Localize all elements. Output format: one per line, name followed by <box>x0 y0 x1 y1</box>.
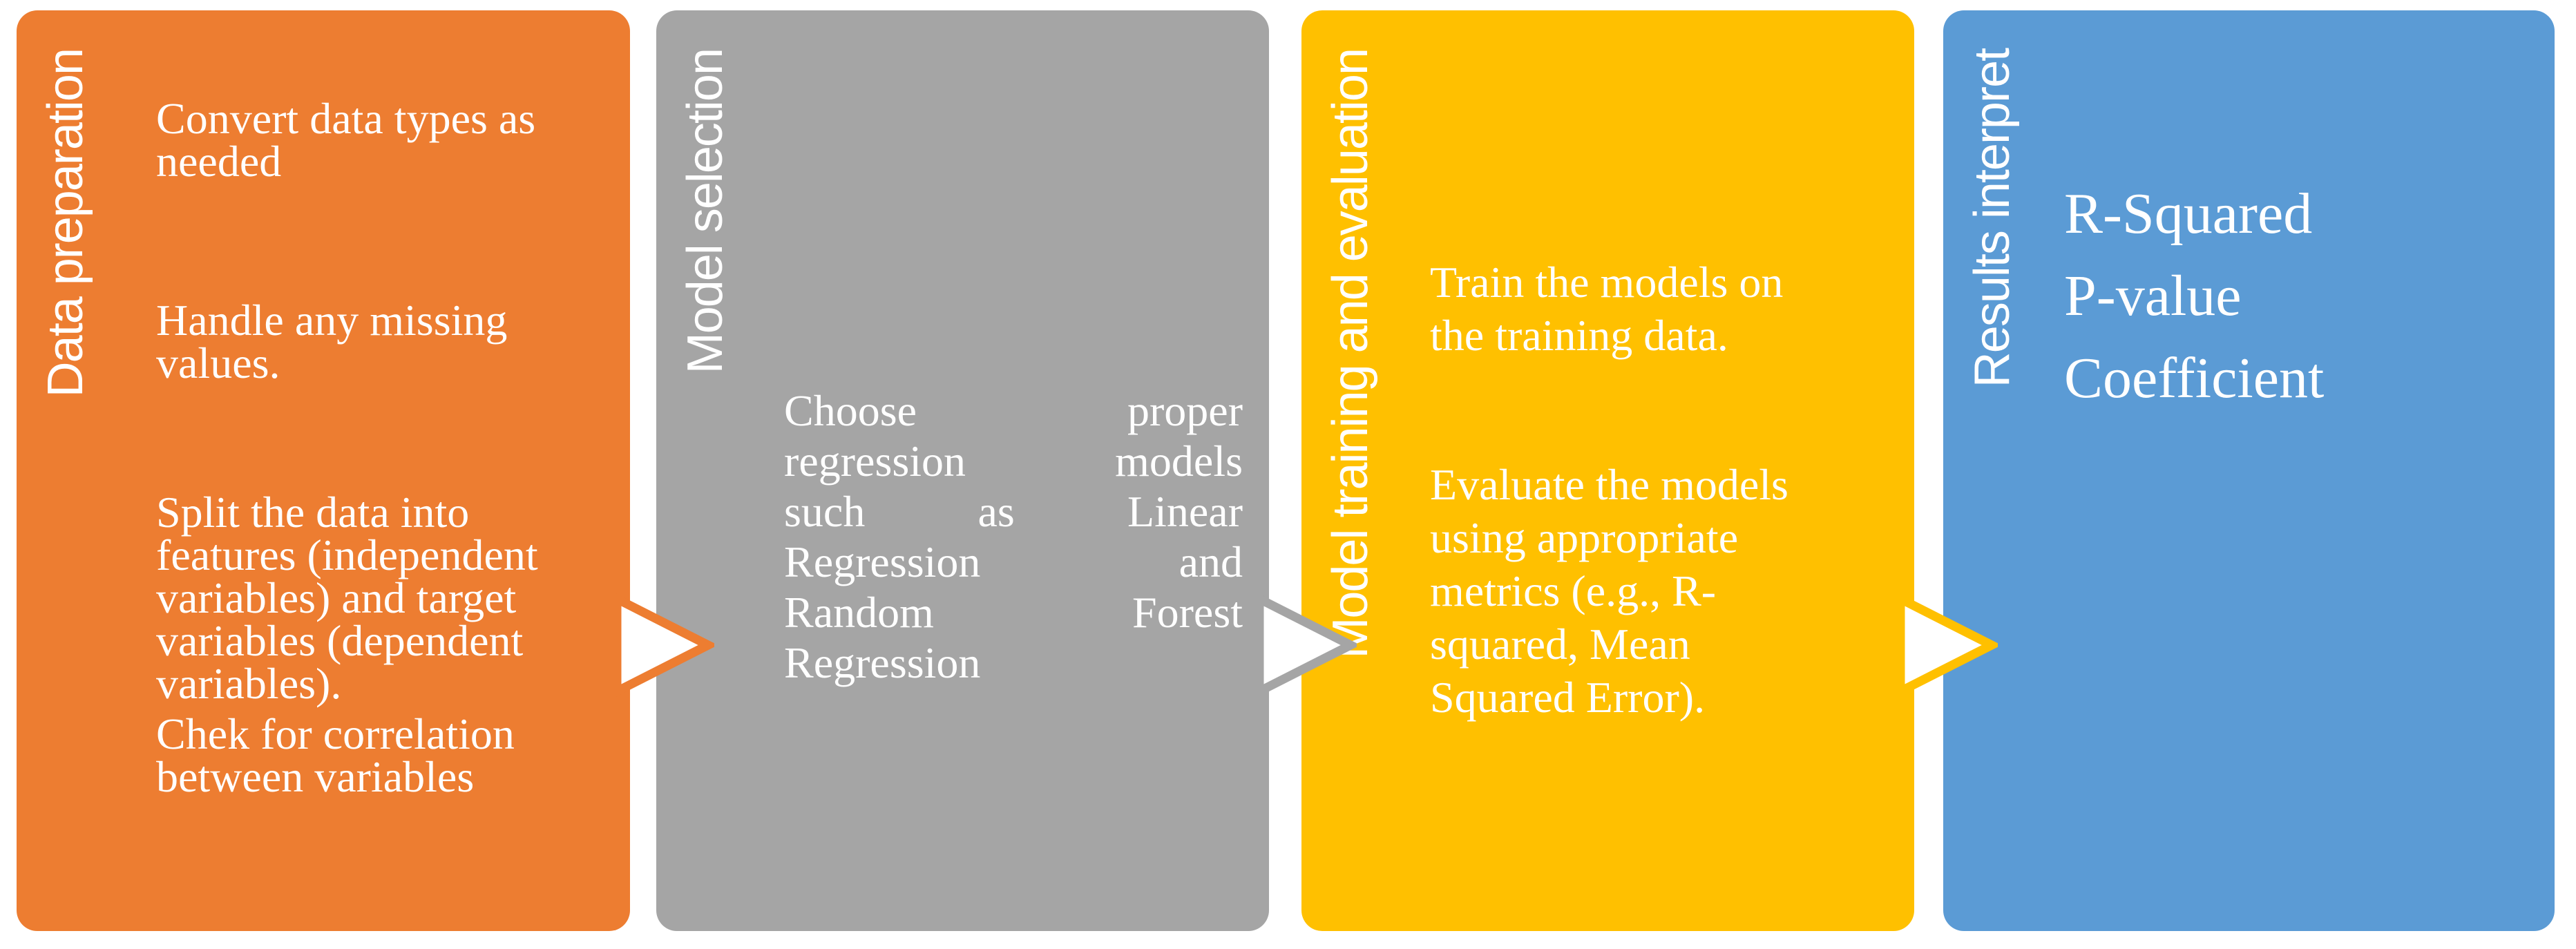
result-metric-item: P-value <box>2064 264 2242 328</box>
body-line: Split the data into <box>156 488 470 537</box>
body-line: Squared Error). <box>1430 673 1706 722</box>
body-word: Linear <box>1127 487 1243 536</box>
arrow-right-icon <box>612 591 718 699</box>
panel-model-training-and-evaluation: Model training and evaluation Train the … <box>1301 10 1914 931</box>
body-line: Chek for correlation <box>156 709 515 758</box>
body-line: Regression and <box>784 537 1243 587</box>
panel-body-results-interpret: R-Squared P-value Coefficient <box>2064 173 2513 419</box>
body-line: squared, Mean <box>1430 620 1690 669</box>
body-paragraph: Split the data into features (independen… <box>156 488 604 708</box>
panel-title-results-interpret: Results interpret <box>1965 49 2020 388</box>
body-word: Choose <box>784 386 917 435</box>
body-line: variables (dependent <box>156 616 524 665</box>
arrow-right-icon <box>1896 591 2002 699</box>
body-word: Random <box>784 588 934 637</box>
body-paragraph: Train the models on the training data. <box>1430 256 1851 362</box>
body-word: Forest <box>1132 588 1243 637</box>
panel-title-model-training-and-evaluation: Model training and evaluation <box>1323 49 1378 659</box>
body-word: as <box>977 487 1015 536</box>
arrow-3 <box>1894 591 2002 699</box>
body-paragraph: Convert data types as needed <box>156 94 604 186</box>
body-line: Regression <box>784 638 1243 688</box>
body-line: such as Linear <box>784 486 1243 537</box>
body-line: metrics (e.g., R- <box>1430 566 1717 615</box>
panel-results-interpret: Results interpret R-Squared P-value Coef… <box>1943 10 2555 931</box>
body-line: Evaluate the models <box>1430 460 1788 509</box>
body-word: Regression <box>784 638 981 687</box>
body-paragraph: Evaluate the models using appropriate me… <box>1430 458 1851 724</box>
panel-body-data-preparation: Convert data types as needed Handle any … <box>156 94 604 801</box>
arrow-right-icon <box>1254 591 1361 699</box>
body-line: between variables <box>156 752 475 801</box>
body-line: using appropriate <box>1430 513 1739 562</box>
body-line: variables) and target <box>156 573 517 622</box>
arrow-2 <box>1253 591 1361 699</box>
body-line: the training data. <box>1430 311 1728 360</box>
panel-data-preparation: Data preparation Convert data types as n… <box>17 10 630 931</box>
body-line: regression models <box>784 436 1243 486</box>
result-metric-item: Coefficient <box>2064 346 2325 410</box>
panel-model-selection: Model selection Choose proper regression… <box>656 10 1269 931</box>
panel-title-data-preparation: Data preparation <box>38 49 93 398</box>
body-line: Random Forest <box>784 587 1243 638</box>
body-line: Choose proper <box>784 385 1243 436</box>
body-word: such <box>784 487 866 536</box>
body-word: proper <box>1127 386 1243 435</box>
body-line: variables). <box>156 659 342 708</box>
result-metric-item: R-Squared <box>2064 182 2313 246</box>
arrow-1 <box>611 591 718 699</box>
body-line: values. <box>156 338 280 387</box>
body-word: models <box>1115 437 1243 486</box>
body-paragraph: Handle any missing values. <box>156 296 604 387</box>
body-line: Handle any missing <box>156 296 508 345</box>
body-word: regression <box>784 437 966 486</box>
panel-title-model-selection: Model selection <box>678 49 733 374</box>
body-line: features (independent <box>156 530 538 579</box>
body-word: and <box>1179 537 1243 586</box>
body-paragraph: Chek for correlation between variables <box>156 709 604 801</box>
body-line: Convert data types as <box>156 94 536 143</box>
body-word: Regression <box>784 537 981 586</box>
panel-body-model-training-and-evaluation: Train the models on the training data. E… <box>1430 256 1851 724</box>
body-line: needed <box>156 137 282 186</box>
body-line: Train the models on <box>1430 258 1784 307</box>
panel-body-model-selection: Choose proper regression models such as … <box>784 385 1243 688</box>
